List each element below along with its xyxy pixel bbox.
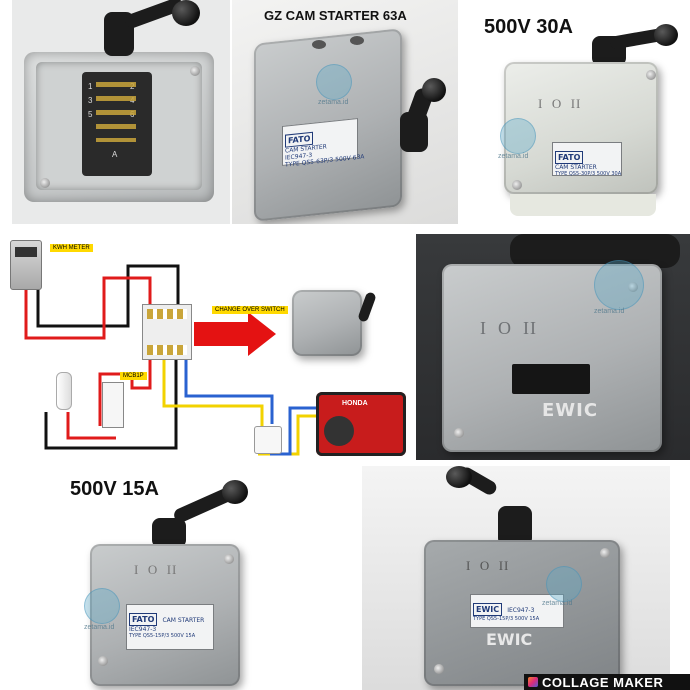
screw-icon <box>600 548 610 558</box>
nameplate-brand: EWIC <box>473 603 503 616</box>
brand-logo: EWIC <box>542 400 599 421</box>
screw-icon <box>40 178 50 188</box>
wire-blue <box>270 406 316 456</box>
screw-icon <box>98 656 108 666</box>
nameplate: FATO CAM STARTER TYPE QS5-30P/3 500V 30A <box>552 142 622 177</box>
terminal-block-icon <box>142 304 192 360</box>
nameplate: FATO CAM STARTER IEC947-3 TYPE QS5-15P/3… <box>126 604 214 650</box>
generator-icon: HONDA <box>316 392 406 456</box>
lever-knob-icon <box>172 0 200 26</box>
nameplate-line: IEC947-3 <box>507 607 535 614</box>
position-labels: I O II <box>466 558 510 573</box>
screw-icon <box>646 70 656 80</box>
contact-label: 3 <box>88 96 93 105</box>
panel-wiring-diagram: KWH METER CHANGE OVER SWITCH MCB1P HONDA <box>0 226 412 462</box>
watermark-text: zetama.id <box>594 308 625 315</box>
lever-knob-icon <box>422 78 446 102</box>
nameplate-line: CAM STARTER <box>162 617 205 624</box>
panel-500v-30a: 500V 30A I O II FATO CAM STARTER TYPE QS… <box>460 0 690 224</box>
panel-ewic-large: I O II EWIC zetama.id <box>416 234 690 460</box>
nameplate: EWIC IEC947-3 TYPE QS5-15P/3 500V 15A <box>470 594 564 628</box>
wire-yellow <box>162 356 264 426</box>
kwh-label: KWH METER <box>50 244 93 252</box>
switch-handle <box>498 506 532 546</box>
wire-red <box>66 412 116 440</box>
watermark-text: zetama.id <box>318 99 349 106</box>
display-window <box>512 364 590 394</box>
panel-open-switch: 1 3 5 2 4 6 A <box>12 0 230 224</box>
bulb-icon <box>56 372 72 410</box>
contact-label: A <box>112 150 118 159</box>
watermark-text: zetama.id <box>84 624 115 631</box>
nameplate-brand: FATO <box>555 151 584 164</box>
watermark-icon <box>84 588 120 624</box>
wiring-svg <box>24 264 316 456</box>
conduit-hole <box>312 40 326 49</box>
brand-logo: EWIC <box>486 630 533 649</box>
nameplate-line: TYPE QS5-30P/3 500V 30A <box>555 171 622 177</box>
mcb-label: MCB1P <box>120 372 147 380</box>
position-labels: I O II <box>480 318 537 338</box>
badge-text: COLLAGE MAKER <box>542 674 664 690</box>
brass-terminals <box>96 82 136 142</box>
panel-ewic-15a: I O II EWIC IEC947-3 TYPE QS5-15P/3 500V… <box>362 466 670 690</box>
switch-handle <box>152 518 186 548</box>
generator-brand: HONDA <box>342 400 368 407</box>
change-over-label: CHANGE OVER SWITCH <box>212 306 288 314</box>
position-labels: I O II <box>538 96 582 111</box>
screw-icon <box>190 66 200 76</box>
screw-icon <box>454 428 464 438</box>
camera-icon <box>528 677 538 687</box>
contact-label: 1 <box>88 82 93 91</box>
wire-black <box>44 356 178 450</box>
lever-knob-icon <box>222 480 248 504</box>
panel-caption: GZ CAM STARTER 63A <box>264 8 407 23</box>
contact-label: 5 <box>88 110 93 119</box>
panel-cam-starter-63a: GZ CAM STARTER 63A FATO CAM STARTER IEC9… <box>232 0 458 224</box>
watermark-text: zetama.id <box>498 153 529 160</box>
nameplate-line: TYPE QS5-15P/3 500V 15A <box>473 616 540 622</box>
wire-red <box>98 356 152 426</box>
panel-caption: 500V 30A <box>484 16 573 38</box>
enclosure-base <box>510 194 656 216</box>
arrow-icon <box>194 312 276 356</box>
nameplate-line: IEC947-3 <box>129 626 157 633</box>
panel-500v-15a: 500V 15A I O II FATO CAM STARTER IEC947-… <box>0 466 266 690</box>
kwh-meter-icon <box>10 240 42 290</box>
collage-maker-badge: COLLAGE MAKER <box>524 674 690 690</box>
wire-black <box>36 264 180 328</box>
socket-icon <box>254 426 282 454</box>
nameplate-line: TYPE QS5-15P/3 500V 15A <box>129 633 196 639</box>
watermark-icon <box>546 566 582 602</box>
conduit-hole <box>350 36 364 45</box>
screw-icon <box>224 554 234 564</box>
watermark-text: zetama.id <box>542 600 573 607</box>
screw-icon <box>434 664 444 674</box>
nameplate: FATO CAM STARTER IEC947-3 TYPE QS5-63P/3… <box>282 118 364 169</box>
wire-red <box>24 276 152 340</box>
watermark-icon <box>500 118 536 154</box>
screw-icon <box>512 180 522 190</box>
nameplate-line: CAM STARTER <box>555 164 597 171</box>
wire-blue <box>184 356 274 424</box>
watermark-icon <box>594 260 644 310</box>
lever-knob-icon <box>654 24 678 46</box>
position-labels: I O II <box>134 562 178 577</box>
switch-lever <box>510 234 680 268</box>
panel-caption: 500V 15A <box>70 478 159 500</box>
mcb-icon <box>102 382 124 428</box>
lever-knob-icon <box>446 466 472 488</box>
nameplate-brand: FATO <box>129 613 158 626</box>
switch-box-icon <box>292 290 362 356</box>
cam-contacts: 1 3 5 2 4 6 A <box>82 72 152 176</box>
watermark-icon <box>316 64 352 100</box>
